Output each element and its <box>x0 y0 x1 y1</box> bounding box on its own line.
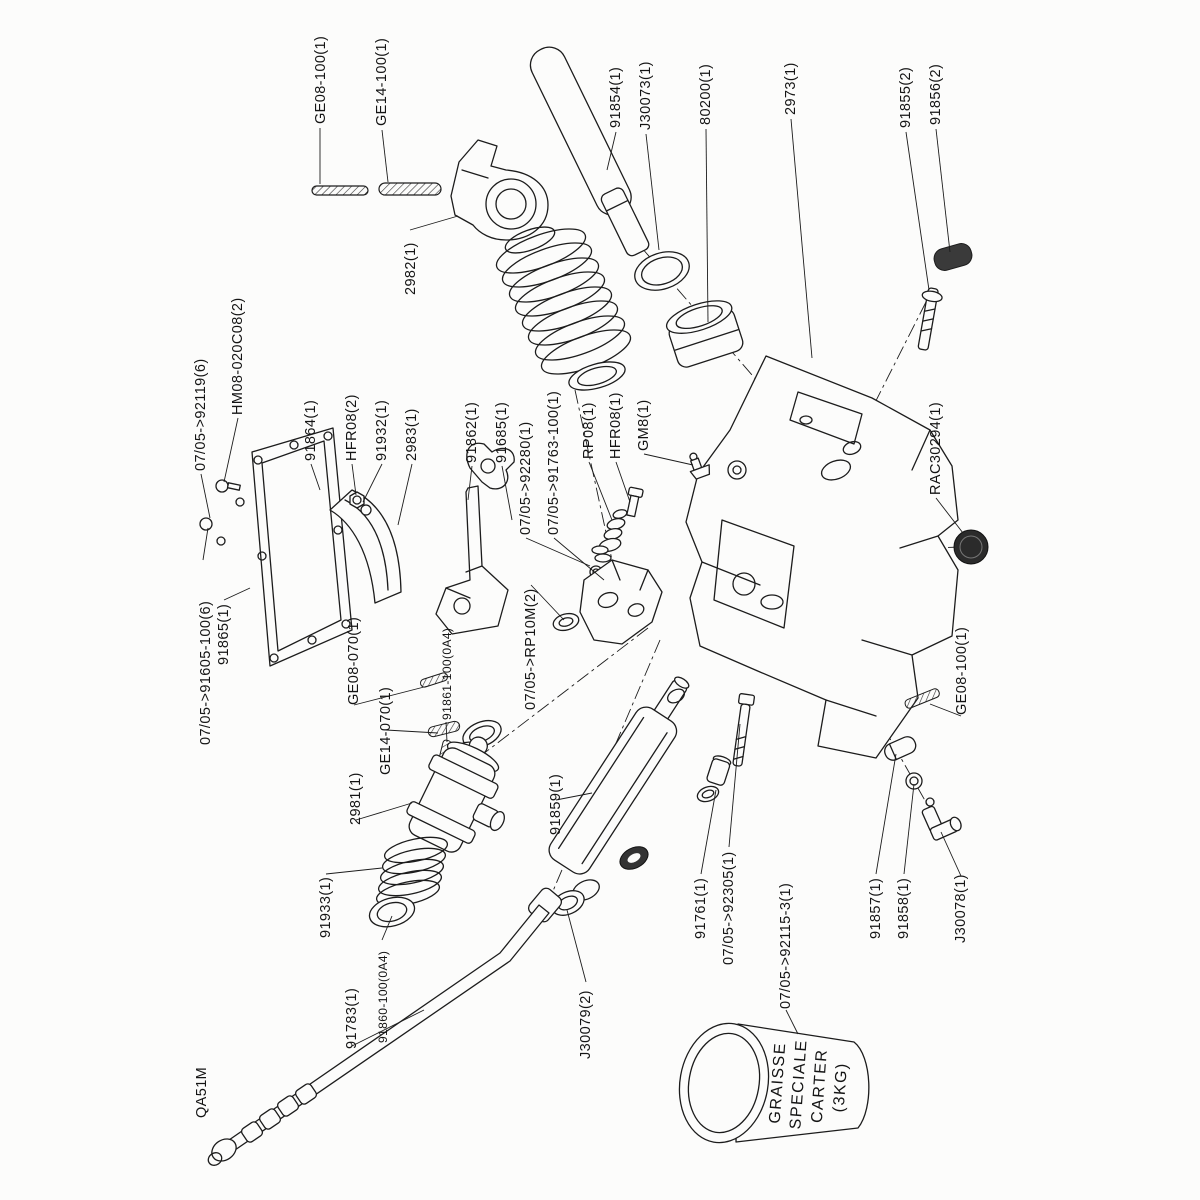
screws-hm08-drawing <box>199 479 245 546</box>
part-label-j30073: J30073(1) <box>638 61 654 130</box>
diagram-title: QA51M <box>194 1066 210 1118</box>
part-label-91932: 91932(1) <box>374 399 390 461</box>
nipple-gm8-drawing <box>689 452 711 480</box>
nut-91932-drawing <box>349 491 372 516</box>
part-label-91859: 91859(1) <box>548 773 564 835</box>
elbow-j30078-drawing <box>921 797 962 841</box>
part-label-2973: 2973(1) <box>783 62 799 115</box>
part-label-ge08-070: GE08-070(1) <box>346 616 362 705</box>
part-label-92115-3: 07/05->92115-3(1) <box>778 882 794 1009</box>
part-label-91783: 91783(1) <box>344 987 360 1049</box>
part-label-91864: 91864(1) <box>303 399 319 461</box>
part-label-91933: 91933(1) <box>318 876 334 938</box>
bracket-91862-drawing <box>435 442 515 635</box>
pin-ge08-070-drawing <box>419 672 449 688</box>
part-label-91860-100: 91860-100(0A4) <box>376 950 390 1043</box>
fork-91763-drawing <box>552 545 663 645</box>
part-label-91854: 91854(1) <box>608 66 624 128</box>
screw-92305-drawing <box>732 693 756 767</box>
handle-91783-drawing <box>207 887 563 1166</box>
part-label-2982: 2982(1) <box>403 242 419 295</box>
part-label-hfr08-1: HFR08(1) <box>608 392 624 459</box>
cylinder-2981-drawing <box>406 736 505 853</box>
cap-91856-drawing <box>933 243 973 271</box>
housing-2973-drawing <box>685 355 959 759</box>
ring-j30073-drawing <box>634 251 690 291</box>
part-label-91861-100: 91861-100(0A4) <box>440 627 454 720</box>
cylinder-91859-drawing <box>548 676 690 875</box>
spring-main-drawing <box>495 226 632 391</box>
part-label-ge08-100-right: GE08-100(1) <box>954 626 970 715</box>
part-label-j30079: J30079(2) <box>578 990 594 1059</box>
part-label-hm08-020c08: HM08-020C08(2) <box>230 297 246 415</box>
part-label-ge14-100: GE14-100(1) <box>374 37 390 126</box>
grease-can-drawing <box>678 1022 870 1144</box>
part-label-91855: 91855(2) <box>898 66 914 128</box>
bracket-2982-drawing <box>450 139 549 241</box>
part-label-gm8: GM8(1) <box>636 399 652 451</box>
spring-91933-drawing <box>375 836 449 907</box>
part-label-ge08-100-top: GE08-100(1) <box>313 35 329 124</box>
pin-ge08-100-drawing <box>311 185 369 196</box>
knob-rac30294-drawing <box>953 529 989 565</box>
screw-91855-drawing <box>917 287 943 351</box>
rings-j30079-drawing <box>551 879 600 916</box>
part-label-92280: 07/05->92280(1) <box>518 421 534 535</box>
part-label-2983: 2983(1) <box>404 408 420 461</box>
plug-91761-drawing <box>696 755 732 803</box>
part-label-91763-100: 07/05->91763-100(1) <box>546 390 562 535</box>
part-label-rp08: RP08(1) <box>581 402 597 459</box>
rod-91854-drawing <box>529 46 650 257</box>
ring-91860-drawing <box>368 896 416 928</box>
hardware-stack-drawing <box>598 486 644 553</box>
pin-ge14-100-drawing <box>378 182 442 196</box>
part-label-91865: 91865(1) <box>216 603 232 665</box>
sleeve-91857-drawing <box>884 736 917 761</box>
part-label-ge14-070: GE14-070(1) <box>378 686 394 775</box>
part-label-j30078: J30078(1) <box>953 874 969 943</box>
part-label-91856: 91856(2) <box>928 63 944 125</box>
leader-lines <box>200 118 964 1047</box>
part-label-91857: 91857(1) <box>868 877 884 939</box>
part-label-91685: 91685(1) <box>494 401 510 463</box>
part-label-91862: 91862(1) <box>464 401 480 463</box>
grease-can-label: GRAISSE SPECIALE CARTER (3KG) <box>764 1032 855 1138</box>
part-label-rp10m: 07/05->RP10M(2) <box>523 588 539 710</box>
part-label-rac30294: RAC30294(1) <box>928 401 944 495</box>
part-label-91605-100: 07/05->91605-100(6) <box>198 600 214 745</box>
bushing-80200-drawing <box>665 300 744 368</box>
part-label-80200: 80200(1) <box>698 63 714 125</box>
part-label-92305: 07/05->92305(1) <box>721 851 737 965</box>
plate-91865-drawing <box>251 427 353 667</box>
part-label-hfr08-2: HFR08(2) <box>344 394 360 461</box>
pin-ge14-070-drawing <box>427 720 461 738</box>
part-label-91761: 91761(1) <box>693 877 709 939</box>
part-label-2981: 2981(1) <box>348 772 364 825</box>
part-label-92119: 07/05->92119(6) <box>193 358 209 471</box>
pin-ge08-100-right-drawing <box>904 688 940 709</box>
part-label-91858: 91858(1) <box>896 877 912 939</box>
